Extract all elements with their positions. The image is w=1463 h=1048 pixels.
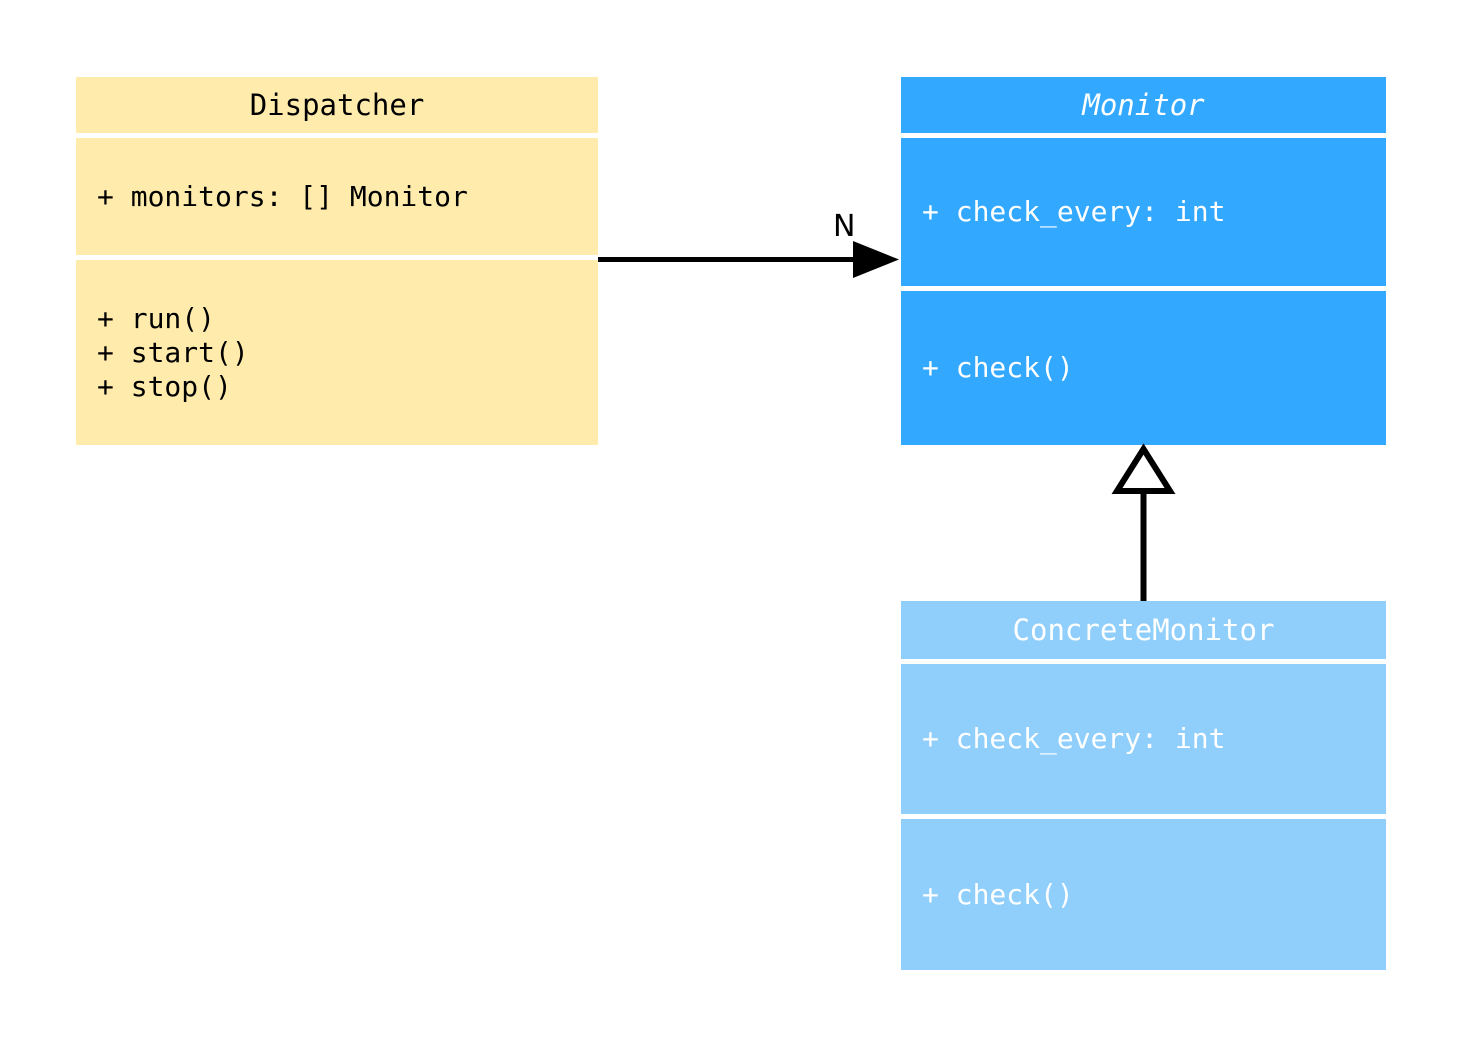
method-row: + run() <box>97 301 216 335</box>
compartment-separator <box>76 133 598 138</box>
attribute-row: + check_every: int <box>922 195 1226 228</box>
method-row: + check() <box>922 351 1074 384</box>
uml-class-concretemonitor[interactable]: ConcreteMonitor + check_every: int + che… <box>901 601 1386 970</box>
compartment-separator <box>901 659 1386 664</box>
uml-class-monitor[interactable]: Monitor + check_every: int + check() <box>901 77 1386 445</box>
compartment-separator <box>901 814 1386 819</box>
class-title-monitor: Monitor <box>1082 87 1205 122</box>
compartment-separator <box>901 133 1386 138</box>
class-attributes-dispatcher: + monitors: [] Monitor <box>76 138 598 255</box>
class-methods-concretemonitor: + check() <box>901 819 1386 970</box>
compartment-separator <box>76 255 598 260</box>
generalization-concretemonitor-monitor <box>1111 443 1176 601</box>
association-multiplicity-label: N <box>833 209 856 244</box>
compartment-separator <box>901 286 1386 291</box>
class-methods-dispatcher: + run() + start() + stop() <box>76 260 598 445</box>
class-attributes-monitor: + check_every: int <box>901 138 1386 286</box>
method-row: + stop() <box>97 369 232 403</box>
class-methods-monitor: + check() <box>901 291 1386 445</box>
attribute-row: + check_every: int <box>922 722 1226 755</box>
method-row: + check() <box>922 877 1074 911</box>
class-attributes-concretemonitor: + check_every: int <box>901 664 1386 814</box>
method-row: + start() <box>97 335 249 369</box>
class-title-dispatcher: Dispatcher <box>249 87 425 122</box>
attribute-row: + monitors: [] Monitor <box>97 179 468 213</box>
hollow-triangle-arrowhead-icon <box>1111 443 1176 494</box>
uml-class-dispatcher[interactable]: Dispatcher + monitors: [] Monitor + run(… <box>76 77 598 445</box>
association-dispatcher-monitor <box>598 241 899 278</box>
class-title-concretemonitor: ConcreteMonitor <box>1012 612 1275 647</box>
filled-triangle-arrowhead-icon <box>853 241 899 278</box>
